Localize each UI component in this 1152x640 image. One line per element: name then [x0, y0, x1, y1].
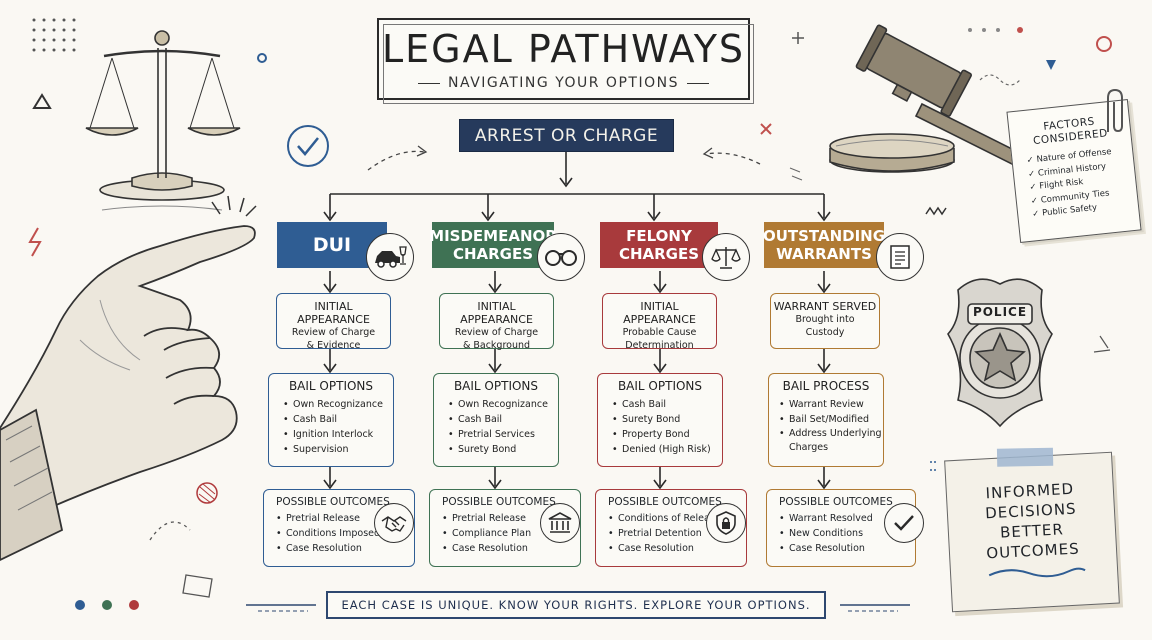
list-item: Conditions of Release [608, 511, 746, 526]
list-item: Case Resolution [608, 541, 746, 556]
step-line: & Background [462, 340, 531, 351]
courthouse-icon [540, 503, 580, 543]
list-item: Address Underlying Charges [779, 427, 883, 455]
page-subtitle: NAVIGATING YOUR OPTIONS [379, 75, 748, 91]
footer-banner: EACH CASE IS UNIQUE. KNOW YOUR RIGHTS. E… [326, 591, 826, 619]
step-heading: INITIAL APPEARANCE [297, 300, 370, 326]
list-item: Warrant Review [779, 397, 883, 412]
dot-grid-icon [32, 18, 76, 52]
tape-icon [996, 447, 1054, 467]
bail-heading: BAIL OPTIONS [617, 379, 703, 393]
step-line: Probable Cause [622, 327, 697, 338]
scales-icon [702, 233, 750, 281]
list-item: Surety Bond [448, 442, 558, 457]
felony-bail-options-box: BAIL OPTIONS Cash Bail Surety Bond Prope… [597, 373, 723, 467]
warrants-served-box: WARRANT SERVED Brought into Custody [770, 293, 880, 349]
warrants-bail-process-box: BAIL PROCESS Warrant Review Bail Set/Mod… [768, 373, 884, 467]
note-text: INFORMED DECISIONS BETTER OUTCOMES [946, 477, 1116, 566]
step-line: Review of Charge [454, 327, 539, 338]
list-item: New Conditions [779, 526, 915, 541]
list-item: Surety Bond [612, 412, 722, 427]
step-line: Brought into [795, 314, 855, 325]
list-item: Bail Set/Modified [779, 412, 883, 427]
list-item: Pretrial Release [276, 511, 414, 526]
list-item: Case Resolution [779, 541, 915, 556]
banner-warrants: OUTSTANDING WARRANTS [763, 222, 885, 268]
factor-label: Flight Risk [1038, 177, 1084, 192]
outcomes-heading: POSSIBLE OUTCOMES [276, 496, 390, 508]
list-item: Conditions Imposed [276, 526, 414, 541]
misdemeanor-initial-appearance-box: INITIAL APPEARANCE Review of Charge & Ba… [439, 293, 554, 351]
list-item: Cash Bail [448, 412, 558, 427]
list-item: Own Recognizance [283, 397, 393, 412]
list-item: Cash Bail [612, 397, 722, 412]
badge-label: POLICE [972, 305, 1028, 319]
step-line: Custody [805, 327, 845, 338]
arrest-or-charge-node: ARREST OR CHARGE [459, 119, 674, 152]
scales-of-justice-illustration [85, 30, 241, 211]
pointing-hand-illustration [0, 225, 256, 561]
dui-initial-appearance-box: INITIAL APPEARANCE Review of Charge & Ev… [276, 293, 391, 351]
list-item: Cash Bail [283, 412, 393, 427]
list-item: Own Recognizance [448, 397, 558, 412]
list-item: Supervision [283, 442, 393, 457]
list-item: Warrant Resolved [779, 511, 915, 526]
flow-connectors [323, 152, 831, 490]
misdemeanor-bail-options-box: BAIL OPTIONS Own Recognizance Cash Bail … [433, 373, 559, 467]
paperclip-icon [1107, 88, 1123, 133]
gavel-illustration [829, 24, 1036, 174]
page-title: LEGAL PATHWAYS [381, 27, 746, 71]
checkmark-icon [884, 503, 924, 543]
step-heading: INITIAL APPEARANCE [623, 300, 696, 326]
dui-outcomes-box: POSSIBLE OUTCOMES Pretrial Release Condi… [263, 489, 415, 567]
shield-lock-icon [706, 503, 746, 543]
handshake-icon [374, 503, 414, 543]
title-banner: LEGAL PATHWAYS NAVIGATING YOUR OPTIONS [377, 18, 754, 104]
bail-heading: BAIL OPTIONS [288, 379, 374, 393]
list-item: Pretrial Release [442, 511, 580, 526]
banner-misdemeanor: MISDEMEANOR CHARGES [429, 222, 557, 268]
police-badge-illustration [947, 278, 1053, 428]
subtitle-text: NAVIGATING YOUR OPTIONS [448, 75, 679, 91]
list-item: Pretrial Detention [608, 526, 746, 541]
banner-felony: FELONY CHARGES [600, 222, 718, 268]
document-icon [876, 233, 924, 281]
underline-squiggle-icon [988, 567, 1086, 578]
outcomes-heading: POSSIBLE OUTCOMES [442, 496, 556, 508]
informed-decisions-note: INFORMED DECISIONS BETTER OUTCOMES [944, 447, 1120, 613]
triangle-icon [32, 93, 52, 109]
outcomes-heading: POSSIBLE OUTCOMES [608, 496, 722, 508]
list-item: Property Bond [612, 427, 722, 442]
check-circle-icon [287, 125, 329, 167]
step-line: Determination [625, 340, 694, 351]
dui-bail-options-box: BAIL OPTIONS Own Recognizance Cash Bail … [268, 373, 394, 467]
list-item: Pretrial Services [448, 427, 558, 442]
car-and-wine-icon [366, 233, 414, 281]
list-item: Ignition Interlock [283, 427, 393, 442]
outcomes-heading: POSSIBLE OUTCOMES [779, 496, 893, 508]
step-line: & Evidence [306, 340, 361, 351]
step-heading: INITIAL APPEARANCE [460, 300, 533, 326]
list-item: Denied (High Risk) [612, 442, 722, 457]
bail-heading: BAIL PROCESS [782, 379, 870, 393]
step-line: Review of Charge [291, 327, 376, 338]
list-item: Compliance Plan [442, 526, 580, 541]
bail-heading: BAIL OPTIONS [453, 379, 539, 393]
step-heading: WARRANT SERVED [773, 300, 877, 313]
handcuffs-icon [537, 233, 585, 281]
list-item: Case Resolution [276, 541, 414, 556]
list-item: Case Resolution [442, 541, 580, 556]
felony-initial-appearance-box: INITIAL APPEARANCE Probable Cause Determ… [602, 293, 717, 351]
